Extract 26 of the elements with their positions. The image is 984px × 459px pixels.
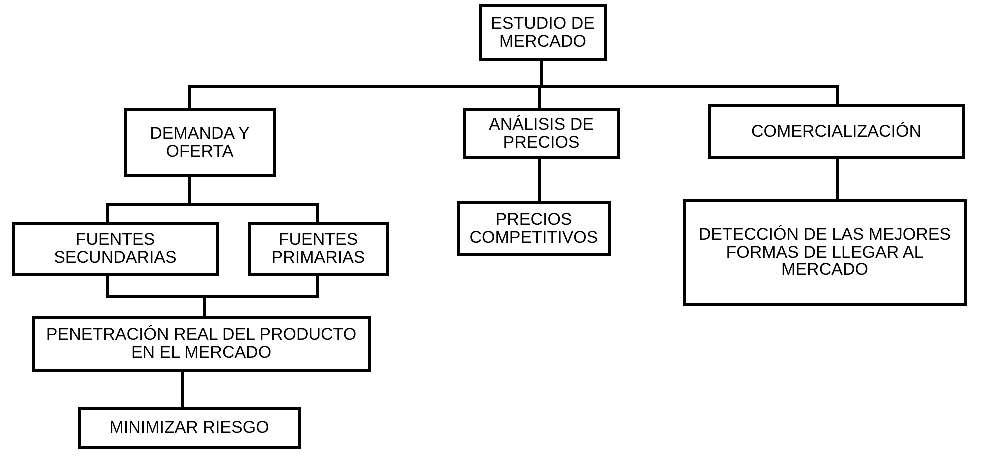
connector-line xyxy=(538,159,542,201)
process-box xyxy=(708,104,965,159)
process-box xyxy=(683,199,967,306)
process-box xyxy=(124,108,276,177)
connector-line xyxy=(204,276,320,316)
box-label: PENETRACIÓN REAL DEL PRODUCTO EN EL MERCADO xyxy=(45,326,358,362)
box-label: COMERCIALIZACIÓN xyxy=(751,122,922,140)
box-label: DEMANDA Y OFERTA xyxy=(149,124,251,160)
process-box xyxy=(479,4,607,61)
process-box xyxy=(12,222,219,276)
process-box xyxy=(457,201,611,256)
process-box xyxy=(463,108,620,159)
box-label: ANÁLISIS DE PRECIOS xyxy=(488,116,595,152)
box-label: DETECCIÓN DE LAS MEJORES FORMAS DE LLEGAR AL MERCADO xyxy=(698,226,952,280)
box-label: MINIMIZAR RIESGO xyxy=(110,419,270,437)
box-label: FUENTES SECUNDARIAS xyxy=(53,231,178,267)
connector-line xyxy=(540,61,840,104)
process-box xyxy=(78,407,301,449)
connector-line xyxy=(182,372,184,407)
box-label: ESTUDIO DE MERCADO xyxy=(490,14,596,50)
connector-line xyxy=(836,159,840,199)
box-label: FUENTES PRIMARIAS xyxy=(270,231,366,267)
connector-line xyxy=(188,177,320,222)
process-box xyxy=(248,222,389,276)
box-label: PRECIOS COMPETITIVOS xyxy=(468,210,600,246)
process-box xyxy=(32,316,371,372)
